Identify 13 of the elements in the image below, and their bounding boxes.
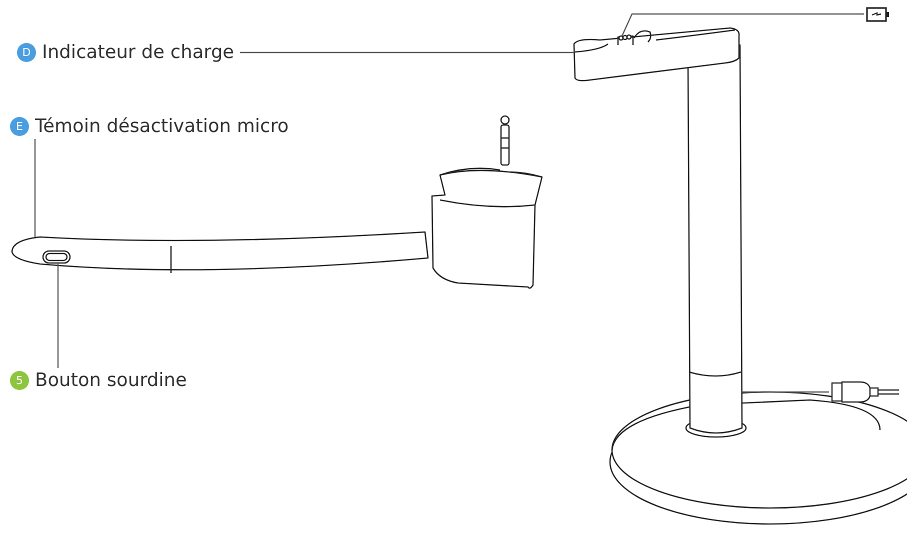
leader-line [34,139,36,237]
battery-icon [866,5,890,23]
leader-line [57,263,59,368]
leader-line [621,13,864,36]
part-label: Témoin désactivation micro [35,116,289,137]
cable-plug-icon [831,381,901,403]
leader-line [741,391,829,393]
part-label: Bouton sourdine [35,370,187,391]
leader-line [240,52,574,54]
callout-badge: E [10,117,29,136]
part-label: Indicateur de charge [42,42,234,63]
callout-badge: D [17,43,36,62]
callout-badge: 5 [10,371,29,390]
